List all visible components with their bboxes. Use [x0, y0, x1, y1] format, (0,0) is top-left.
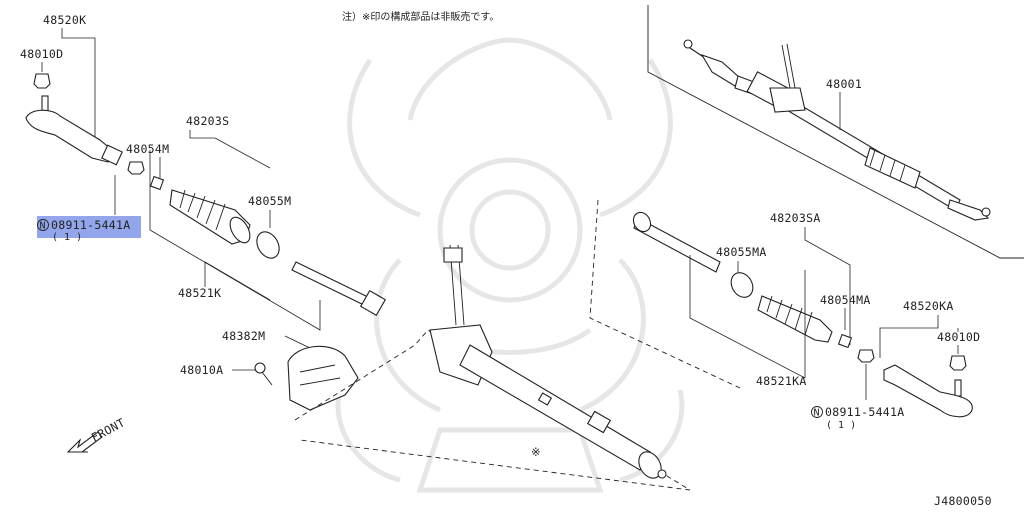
label-48203SA[interactable]: 48203SA	[770, 211, 821, 225]
nut-symbol-left: N	[40, 221, 46, 232]
label-48054MA[interactable]: 48054MA	[820, 293, 871, 307]
label-08911-right-qty: ( 1 )	[826, 420, 856, 431]
label-48520K[interactable]: 48520K	[43, 13, 86, 27]
watermark-emblem	[335, 37, 685, 493]
label-48521KA[interactable]: 48521KA	[756, 374, 807, 388]
non-sale-mark: ※	[531, 445, 541, 459]
boot-kit-left: 48203S 48054M 48055M 48521K	[126, 114, 387, 331]
label-48055M[interactable]: 48055M	[248, 194, 291, 208]
nut-08911-right: N 08911-5441A ( 1 )	[811, 405, 904, 431]
label-48382M[interactable]: 48382M	[222, 329, 265, 343]
tie-rod-end-left: 48520K 48010D	[20, 13, 145, 215]
label-48010D-left[interactable]: 48010D	[20, 47, 63, 61]
non-sale-note: 注）※印の構成部品は非販売です。	[342, 10, 499, 23]
label-48001[interactable]: 48001	[826, 77, 862, 91]
gear-housing: ※	[294, 244, 691, 491]
front-label: FRONT	[89, 415, 127, 444]
nut-symbol-right: N	[814, 408, 820, 419]
label-48520KA[interactable]: 48520KA	[903, 299, 954, 313]
nut-08911-left: N 08911-5441A ( 1 )	[37, 216, 141, 243]
rack-assembly-48001: 48001	[647, 5, 1024, 259]
label-48521K[interactable]: 48521K	[178, 286, 221, 300]
label-08911-left[interactable]: 08911-5441A	[51, 218, 130, 232]
cover-48382M: 48382M 48010A	[180, 329, 359, 411]
diagram-code: J4800050	[934, 494, 992, 508]
label-48054M[interactable]: 48054M	[126, 142, 169, 156]
label-48055MA[interactable]: 48055MA	[716, 245, 767, 259]
label-48010A[interactable]: 48010A	[180, 363, 223, 377]
tie-rod-end-right: 48520KA 48010D	[857, 299, 980, 418]
label-08911-left-qty: ( 1 )	[52, 232, 82, 243]
label-48010D-right[interactable]: 48010D	[937, 330, 980, 344]
label-48203S[interactable]: 48203S	[186, 114, 229, 128]
front-direction: FRONT	[66, 415, 127, 453]
boot-kit-right: 48203SA 48055MA 48054MA 48521KA	[589, 199, 871, 389]
label-08911-right[interactable]: 08911-5441A	[825, 405, 904, 419]
